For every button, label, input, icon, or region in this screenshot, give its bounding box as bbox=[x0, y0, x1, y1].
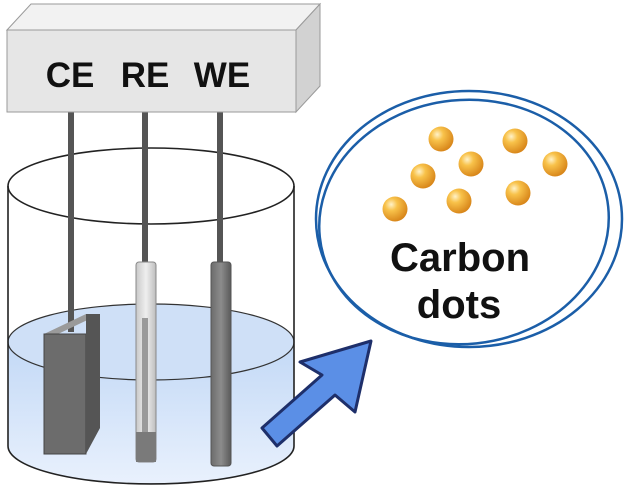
we-label: WE bbox=[194, 56, 250, 95]
connector-box: CE RE WE bbox=[5, 2, 322, 114]
carbon-dot bbox=[428, 126, 454, 152]
bubble-text-line2: dots bbox=[417, 283, 501, 327]
box-front bbox=[6, 29, 297, 113]
carbon-dot bbox=[458, 151, 484, 177]
box-top bbox=[5, 3, 322, 31]
bubble-text-line1: Carbon bbox=[390, 236, 530, 280]
reference-electrode bbox=[135, 261, 157, 463]
carbon-dot bbox=[505, 180, 531, 206]
carbon-dots-bubble: Carbon dots bbox=[314, 89, 624, 349]
carbon-dot bbox=[410, 163, 436, 189]
carbon-dot bbox=[542, 151, 568, 177]
carbon-dots bbox=[382, 126, 568, 222]
re-wire bbox=[142, 110, 148, 268]
carbon-dot bbox=[502, 128, 528, 154]
re-label: RE bbox=[121, 56, 170, 95]
arrow-shape bbox=[260, 339, 373, 448]
carbon-dot bbox=[446, 188, 472, 214]
beaker-rim bbox=[7, 147, 295, 225]
counter-electrode-plate bbox=[43, 314, 100, 455]
electrodes bbox=[43, 110, 232, 467]
ce-label: CE bbox=[46, 56, 95, 95]
ce-wire bbox=[68, 110, 74, 332]
arrow bbox=[260, 339, 373, 448]
beaker-bottom bbox=[7, 445, 295, 485]
bubble-ring-inner bbox=[317, 98, 611, 346]
we-wire bbox=[217, 110, 223, 268]
carbon-dot bbox=[382, 196, 408, 222]
working-electrode bbox=[210, 261, 232, 467]
bubble-ring-outer bbox=[314, 89, 624, 349]
